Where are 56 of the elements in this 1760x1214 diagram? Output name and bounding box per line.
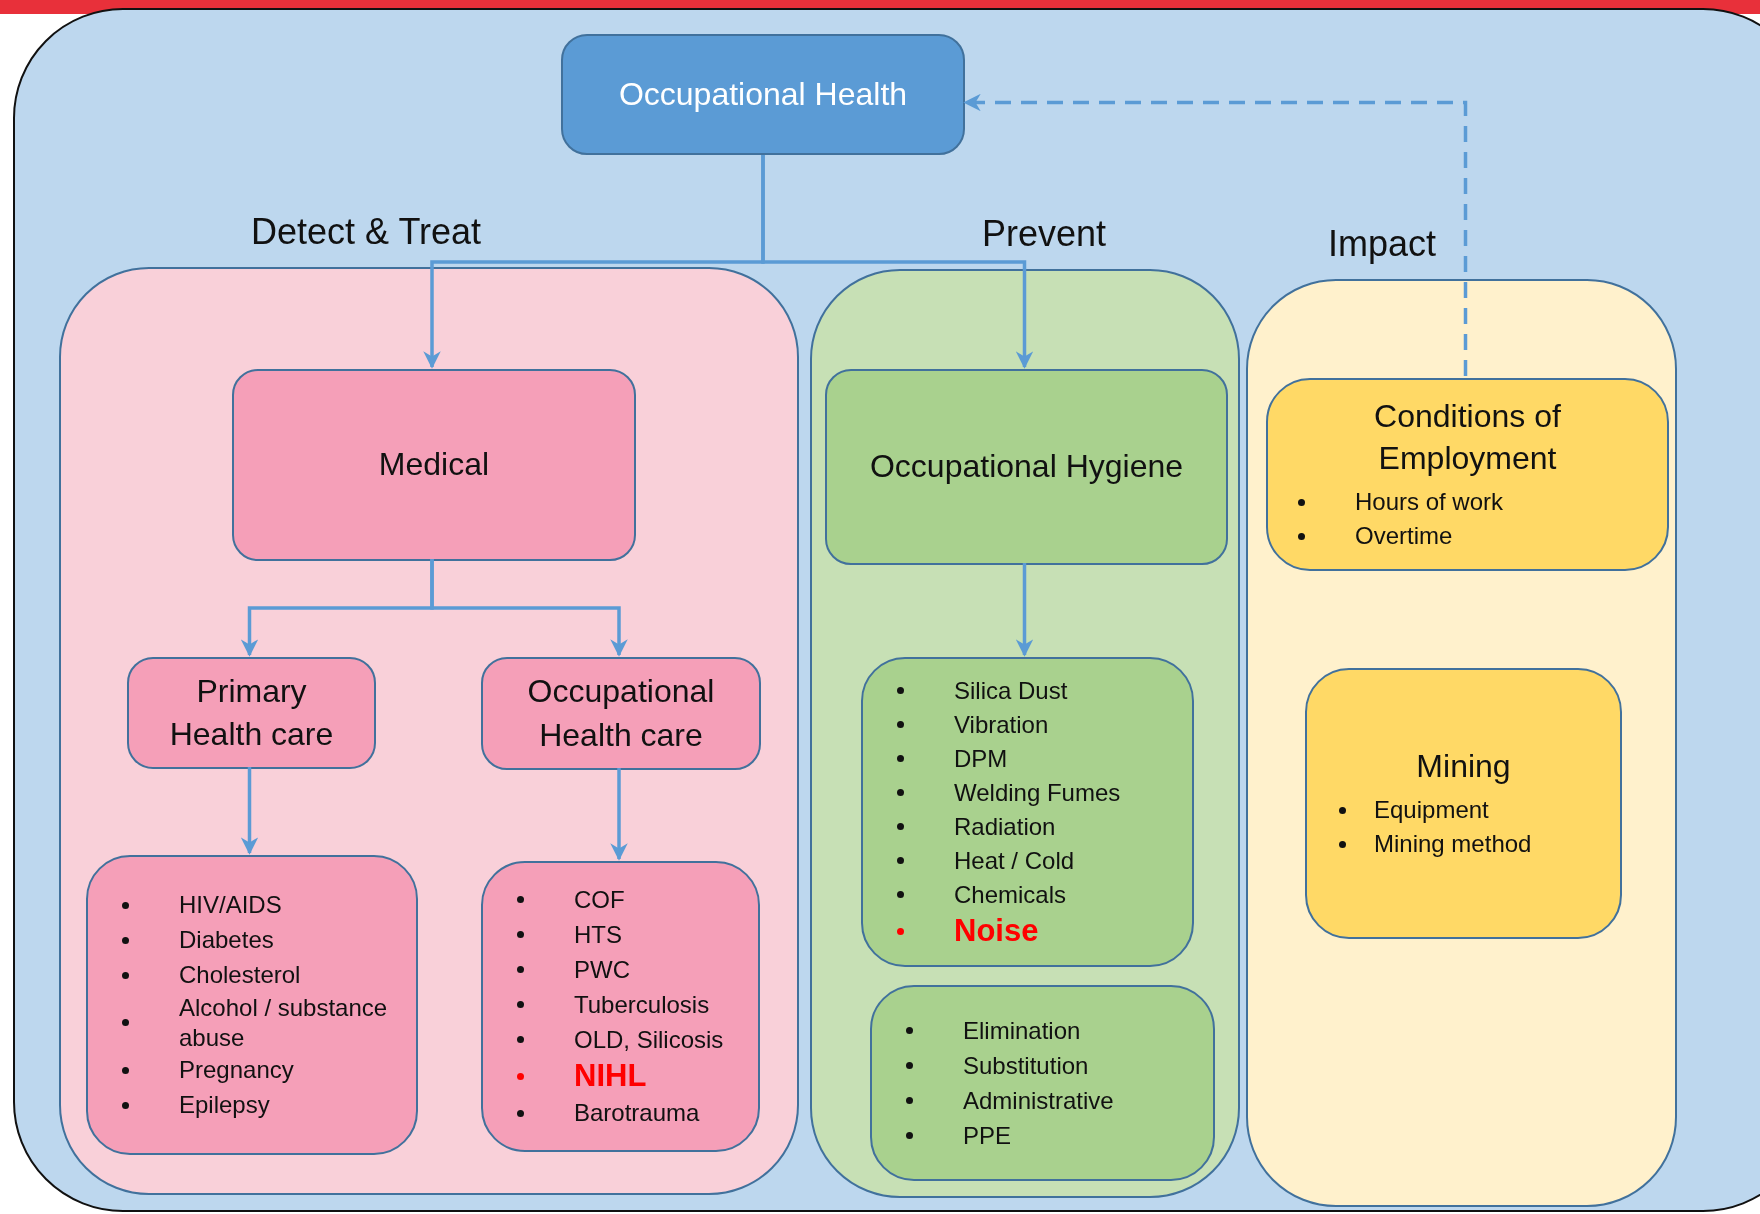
arrow [1015,563,1034,657]
panel-heading: Prevent [982,213,1107,255]
list-item: HIV/AIDS [179,890,282,920]
list-box [481,861,760,1152]
list-item: DPM [954,743,1008,774]
list-item: Cholesterol [179,960,301,990]
process-box [561,34,965,155]
list-box [1266,378,1669,571]
panel-heading: Impact [1328,223,1437,265]
list-item: Elimination [963,1015,1081,1046]
list-item: Heat / Cold [954,845,1075,876]
arrow [430,559,628,657]
process-box [825,369,1228,565]
box-label: Primary Health care [168,671,335,754]
list-item: Silica Dust [954,675,1068,706]
list-item: NIHL [574,1057,647,1096]
list-item: Tuberculosis [574,989,710,1020]
box-label: Medical [377,445,491,485]
list-item: Overtime [1355,521,1453,552]
list-item: COF [574,884,625,915]
list-item: Equipment [1374,795,1489,826]
arrow [761,155,1034,369]
arrow [963,93,1468,376]
list-item: HTS [574,919,622,950]
list-item: Welding Fumes [954,777,1121,808]
box-label: Occupational Health [617,74,909,114]
box-title: Mining [1415,746,1512,786]
list-box [1305,668,1622,939]
process-box [481,657,761,770]
list-item: Alcohol / substance abuse [179,992,389,1053]
arrow [610,768,628,861]
list-item: PWC [574,954,630,985]
list-item: OLD, Silicosis [574,1024,724,1055]
list-item: Noise [954,911,1039,950]
list-item: Chemicals [954,879,1067,910]
list-item: Radiation [954,811,1056,842]
list-item: Epilepsy [179,1090,270,1120]
list-item: Mining method [1374,829,1532,860]
list-item: PPE [963,1120,1012,1151]
process-box [127,657,376,769]
list-item: Diabetes [179,925,274,955]
box-title: Conditions of Employment [1373,396,1562,478]
list-item: Administrative [963,1085,1114,1116]
list-item: Vibration [954,709,1049,740]
box-label: Occupational Health care [526,672,716,755]
process-box [232,369,636,561]
box-label: Occupational Hygiene [868,447,1185,487]
list-item: Substitution [963,1050,1089,1081]
list-item: Hours of work [1355,487,1504,518]
panel-heading: Detect & Treat [251,211,482,253]
list-box [86,855,418,1155]
list-box [861,657,1194,967]
list-item: Pregnancy [179,1055,294,1085]
list-box [870,985,1215,1181]
list-item: Barotrauma [574,1098,700,1129]
arrow [240,767,259,855]
